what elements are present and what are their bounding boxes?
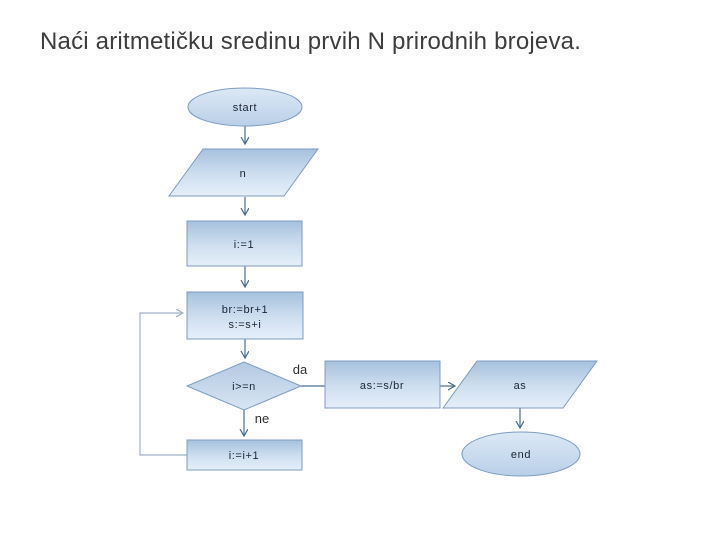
slide-title: Naći aritmetičku sredinu prvih N prirodn… bbox=[40, 28, 582, 55]
node-input-n: n bbox=[168, 148, 319, 197]
output-as-label: as bbox=[514, 380, 527, 392]
node-init-i: i:=1 bbox=[186, 220, 303, 267]
node-increment: i:=i+1 bbox=[186, 439, 303, 471]
compute-as-label: as:=s/br bbox=[360, 380, 404, 392]
increment-process-shape bbox=[186, 439, 303, 471]
loop-body-label-line1: br:=br+1 bbox=[222, 304, 268, 316]
start-terminator-shape bbox=[187, 87, 303, 127]
node-loop-body: br:=br+1 s:=s+i bbox=[186, 291, 304, 340]
start-label: start bbox=[233, 102, 257, 114]
node-compute-as: as:=s/br bbox=[324, 360, 441, 409]
node-decision: i>=n bbox=[185, 361, 303, 411]
increment-label: i:=i+1 bbox=[229, 450, 260, 462]
init-i-process-shape bbox=[186, 220, 303, 267]
end-terminator-shape bbox=[461, 431, 581, 477]
input-n-label: n bbox=[240, 168, 247, 180]
edge-label-yes: da bbox=[293, 362, 308, 377]
compute-as-process-shape bbox=[324, 360, 441, 409]
node-start: start bbox=[187, 87, 303, 127]
connector-increment-loop-back bbox=[139, 313, 187, 456]
loop-body-process-shape bbox=[186, 291, 304, 340]
edge-label-no: ne bbox=[255, 411, 269, 426]
input-n-parallelogram-shape bbox=[168, 148, 319, 197]
node-end: end bbox=[461, 431, 581, 477]
output-as-parallelogram-shape bbox=[442, 360, 598, 409]
decision-label: i>=n bbox=[232, 381, 256, 393]
loop-body-label-line2: s:=s+i bbox=[229, 319, 262, 331]
init-i-label: i:=1 bbox=[234, 239, 254, 251]
decision-diamond-shape bbox=[185, 361, 303, 411]
end-label: end bbox=[511, 449, 531, 461]
node-output-as: as bbox=[442, 360, 598, 409]
